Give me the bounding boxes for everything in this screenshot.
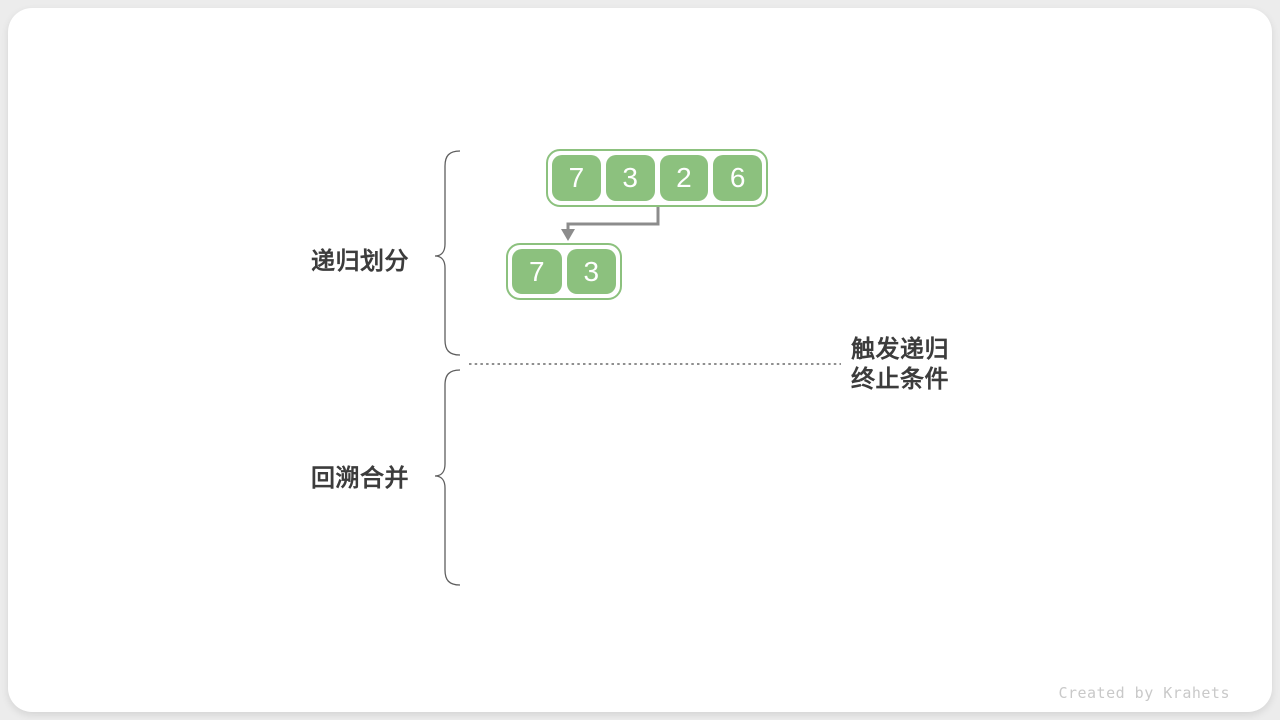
label-recursive-divide: 递归划分 [311,248,409,275]
array-cell: 3 [566,249,616,294]
array-top: 7 3 2 6 [546,149,768,207]
label-backtrack-merge: 回溯合并 [311,465,409,492]
divide-arrow-head-icon [561,229,575,241]
array-cell: 7 [552,155,601,201]
brace-recursive-divide [434,150,461,356]
array-cell: 2 [659,155,709,201]
diagram-lines-layer [434,150,841,586]
brace-backtrack-merge [434,369,461,586]
watermark-credit: Created by Krahets [1058,684,1230,702]
array-cell: 7 [512,249,562,294]
array-cell: 3 [605,155,655,201]
array-cell: 6 [713,155,762,201]
array-sub: 7 3 [506,243,622,300]
diagram-card: 7 3 2 6 7 3 递归划分 回溯合并 触发递归 终止条件 Created … [8,8,1272,712]
divide-arrow-line [566,207,660,230]
label-termination-line2: 终止条件 [851,366,949,393]
label-termination-condition: 触发递归 终止条件 [851,335,949,395]
label-termination-line1: 触发递归 [851,336,949,363]
